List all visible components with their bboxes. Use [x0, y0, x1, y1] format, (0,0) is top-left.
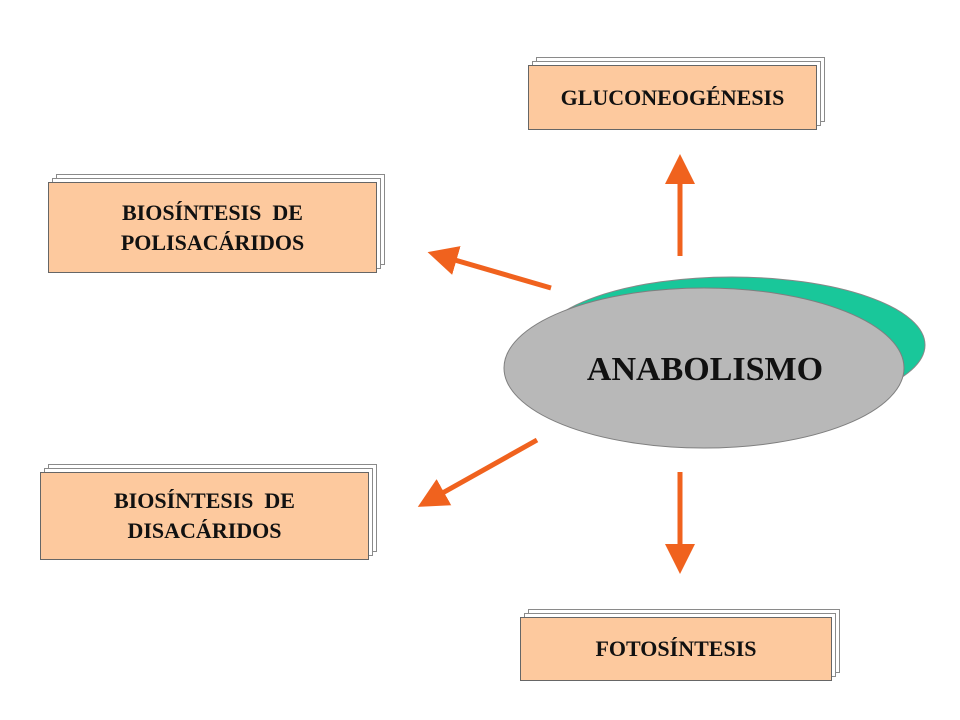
arrow-to-polysaccharides	[427, 246, 552, 291]
photosynthesis-label: FOTOSÍNTESIS	[595, 636, 757, 661]
polysaccharide-label-line-1: BIOSÍNTESIS DE	[122, 199, 303, 225]
disaccharide-label-line-1: BIOSÍNTESIS DE	[114, 488, 295, 513]
disaccharide-label-line-2: DISACÁRIDOS	[127, 518, 282, 543]
photosynthesis-box[interactable]: FOTOSÍNTESIS	[520, 617, 832, 681]
polysaccharide-biosynthesis-box[interactable]: BIOSÍNTESIS DE POLISACÁRIDOS	[48, 182, 377, 273]
center-ellipse[interactable]	[503, 287, 905, 449]
disaccharide-biosynthesis-box[interactable]: BIOSÍNTESIS DE DISACÁRIDOS	[40, 472, 369, 560]
polysaccharide-label-line-2: POLISACÁRIDOS	[120, 229, 305, 255]
gluconeogenesis-label: GLUCONEOGÉNESIS	[560, 84, 785, 110]
center-label: ANABOLISMO	[586, 351, 824, 388]
arrow-to-disaccharides	[417, 437, 539, 507]
gluconeogenesis-box[interactable]: GLUCONEOGÉNESIS	[528, 65, 817, 130]
